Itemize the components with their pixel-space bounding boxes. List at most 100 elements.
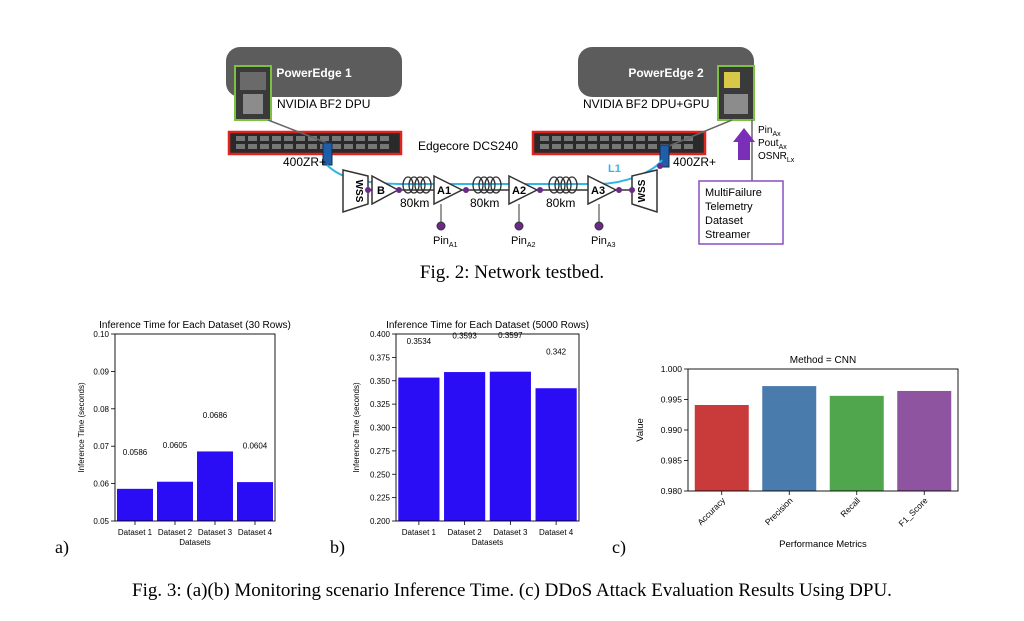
network-testbed-diagram: PowerEdge 1 PowerEdge 2 NVIDIA BF2 DPU N… <box>226 47 795 249</box>
poweredge-1-label: PowerEdge 1 <box>276 66 352 80</box>
chart-a-ytick-label: 0.08 <box>93 405 109 414</box>
pin-probe-a1: PinA1 <box>433 204 458 249</box>
chart-a-xtick-label: Dataset 1 <box>118 528 153 537</box>
chart-a-data-label-2: 0.0605 <box>163 441 188 450</box>
chart-a-bar-4 <box>237 482 273 521</box>
transceiver-right-icon <box>659 144 670 168</box>
chart-b-ytick-label: 0.325 <box>370 400 391 409</box>
chart-a-inference-30-rows: Inference Time for Each Dataset (30 Rows… <box>77 320 291 545</box>
chart-b-xtick-label: Dataset 1 <box>402 528 437 537</box>
amplifier-a3-icon: A3 <box>587 174 618 206</box>
chart-a-ytick-label: 0.09 <box>93 367 109 376</box>
chart-a-xtick-label: Dataset 2 <box>158 528 193 537</box>
chart-b-ylabel: Inference Time (seconds) <box>352 382 361 473</box>
chart-b-xtick-label: Dataset 3 <box>493 528 528 537</box>
chart-c-xtick-label: Recall <box>838 495 862 519</box>
chart-b-data-label-2: 0.3593 <box>452 331 477 340</box>
chart-c-ddos-cnn-metrics: Method = CNN0.9800.9850.9900.9951.000Acc… <box>635 355 959 550</box>
amplifier-b-icon: B <box>371 174 400 206</box>
chart-a-bar-3 <box>197 451 233 521</box>
svg-text:PinA2: PinA2 <box>511 235 536 249</box>
chart-c-xtick-label: Accuracy <box>695 495 727 527</box>
chart-c-ytick-label: 0.985 <box>661 456 683 466</box>
svg-text:A3: A3 <box>591 185 605 197</box>
monitor-nodes <box>365 163 663 193</box>
transceiver-right-label: 400ZR+ <box>673 155 716 169</box>
fiber-spool-1-icon <box>402 176 432 194</box>
chart-c-bar-3 <box>829 395 884 491</box>
fiber-spool-2-icon <box>472 176 502 194</box>
chart-b-ytick-label: 0.200 <box>370 517 391 526</box>
chart-c-ytick-label: 0.995 <box>661 395 683 405</box>
span-label-2: 80km <box>470 196 499 210</box>
chart-c-bar-4 <box>897 390 952 491</box>
chart-a-bar-1 <box>117 488 153 521</box>
chart-a-bar-2 <box>157 481 193 521</box>
chart-c-xtick-label: Precision <box>763 495 795 527</box>
chart-b-ytick-label: 0.375 <box>370 353 391 362</box>
chart-a-xtick-label: Dataset 3 <box>198 528 233 537</box>
wss-left-icon: WSS <box>342 169 369 214</box>
panel-label-b: b) <box>330 537 345 557</box>
dataset-streamer-box: MultiFailure Telemetry Dataset Streamer <box>698 180 784 245</box>
chart-c-xtick-label: F1_Score <box>897 495 930 528</box>
chart-a-ytick-label: 0.10 <box>93 330 109 339</box>
amplifier-a1-icon: A1 <box>433 174 464 206</box>
chart-a-xlabel: Datasets <box>179 538 211 545</box>
chart-b-bar-4 <box>535 388 577 521</box>
chart-b-data-label-1: 0.3534 <box>407 337 432 346</box>
server1-device-label: NVIDIA BF2 DPU <box>277 97 370 111</box>
chart-b-xtick-label: Dataset 2 <box>448 528 483 537</box>
svg-text:PoutAx: PoutAx <box>758 138 787 151</box>
telemetry-arrow-icon <box>733 128 755 160</box>
dpu-card-2-icon <box>717 65 755 121</box>
chart-b-bar-2 <box>444 372 486 521</box>
chart-b-xlabel: Datasets <box>472 538 504 545</box>
chart-b-ytick-label: 0.300 <box>370 424 391 433</box>
telemetry-params: PinAx PoutAx OSNRLx <box>758 125 795 164</box>
chart-b-ytick-label: 0.350 <box>370 377 391 386</box>
span-label-3: 80km <box>546 196 575 210</box>
chart-b-title: Inference Time for Each Dataset (5000 Ro… <box>386 320 589 331</box>
chart-b-ytick-label: 0.250 <box>370 470 391 479</box>
panel-label-c: c) <box>612 537 626 557</box>
chart-b-bar-1 <box>398 377 440 521</box>
svg-text:PinA1: PinA1 <box>433 235 458 249</box>
amplifier-a2-icon: A2 <box>508 174 539 206</box>
panel-label-a: a) <box>55 537 69 557</box>
chart-a-ytick-label: 0.05 <box>93 517 109 526</box>
span-label-1: 80km <box>400 196 429 210</box>
switch-left <box>227 130 403 156</box>
chart-b-xtick-label: Dataset 4 <box>539 528 574 537</box>
chart-a-data-label-3: 0.0686 <box>203 411 228 420</box>
chart-c-xlabel: Performance Metrics <box>779 539 867 550</box>
pin-probe-a2: PinA2 <box>511 204 536 249</box>
poweredge-2-box: PowerEdge 2 <box>578 47 754 97</box>
svg-text:PinA3: PinA3 <box>591 235 616 249</box>
chart-c-bar-1 <box>694 404 749 491</box>
chart-b-data-label-3: 0.3597 <box>498 331 523 340</box>
chart-a-title: Inference Time for Each Dataset (30 Rows… <box>99 320 291 331</box>
svg-text:OSNRLx: OSNRLx <box>758 151 795 164</box>
chart-b-bar-3 <box>489 371 531 521</box>
chart-b-data-label-4: 0.342 <box>546 348 567 357</box>
switch-label: Edgecore DCS240 <box>418 139 518 153</box>
pin-probe-a3: PinA3 <box>591 204 616 249</box>
fiber-link-l1 <box>326 159 663 185</box>
fiber-spool-3-icon <box>548 176 578 194</box>
link-label: L1 <box>608 163 621 175</box>
chart-c-ytick-label: 0.980 <box>661 486 683 496</box>
switch-right <box>531 130 707 156</box>
poweredge-2-label: PowerEdge 2 <box>628 66 704 80</box>
chart-a-data-label-4: 0.0604 <box>243 441 268 450</box>
svg-text:PinAx: PinAx <box>758 125 781 138</box>
figure-3-caption: Fig. 3: (a)(b) Monitoring scenario Infer… <box>132 580 892 601</box>
chart-b-inference-5000-rows: Inference Time for Each Dataset (5000 Ro… <box>352 320 589 545</box>
server2-device-label: NVIDIA BF2 DPU+GPU <box>583 97 709 111</box>
chart-c-ytick-label: 1.000 <box>661 364 683 374</box>
transceiver-left-label: 400ZR+ <box>283 155 326 169</box>
svg-text:WSS: WSS <box>353 180 364 203</box>
chart-a-xtick-label: Dataset 4 <box>238 528 273 537</box>
svg-text:A2: A2 <box>512 185 526 197</box>
dpu-card-1-icon <box>234 65 272 121</box>
